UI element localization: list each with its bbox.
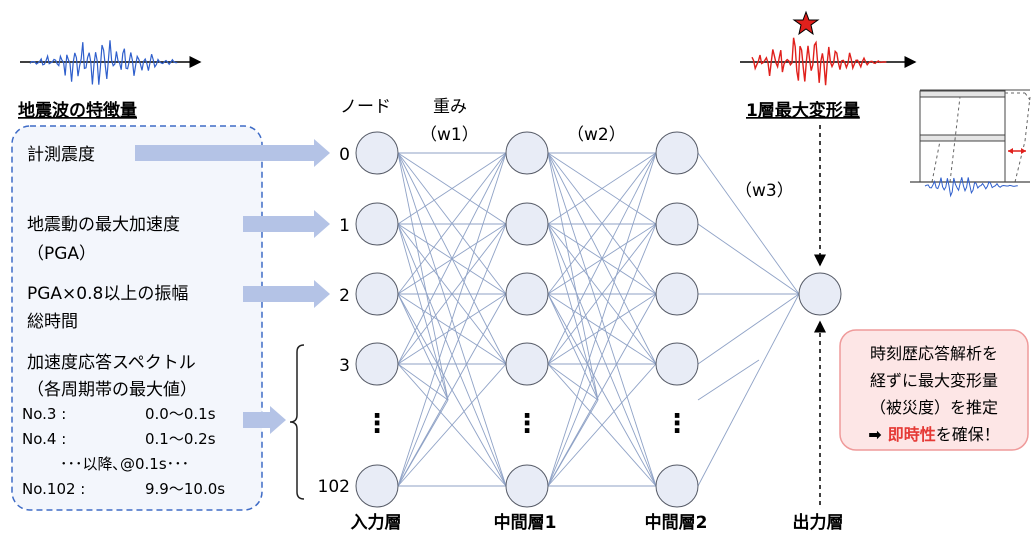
node-header: ノード: [340, 97, 391, 117]
hidden2-node: [655, 464, 699, 508]
peak-star-icon: [792, 10, 820, 36]
input-index-1: 1: [339, 216, 350, 236]
input-index-102: 102: [318, 477, 350, 497]
spectrum-row-no4-range: 0.1～0.2s: [145, 430, 216, 448]
feature-duration: PGA×0.8以上の振幅: [27, 284, 188, 304]
callout-box: [839, 329, 1029, 451]
input-index-2: 2: [339, 286, 350, 306]
callout-arrow: ➡: [868, 425, 881, 444]
network-edge: [547, 223, 657, 487]
layer-label-input: 入力層: [351, 512, 402, 533]
network-edge: [397, 293, 507, 365]
layer-label-output: 出力層: [793, 512, 844, 533]
callout-line-2: 経ずに最大変形量: [870, 371, 998, 390]
network-edge: [547, 152, 657, 487]
network-edge: [397, 363, 507, 487]
callout-suffix: を確保！: [936, 425, 1000, 444]
network-edge: [547, 152, 657, 225]
input-index-3: 3: [339, 356, 350, 376]
network-edge: [547, 363, 599, 401]
network-edge: [697, 152, 800, 295]
network-edge: [397, 152, 449, 401]
spectrum-row-no102-range: 9.9～10.0s: [145, 480, 225, 498]
network-edge: [697, 223, 800, 295]
building-frame-icon: [910, 89, 1031, 198]
input-index-0: 0: [339, 145, 350, 165]
callout-line-3: （被災度）を推定: [870, 398, 998, 417]
network-edge: [397, 293, 507, 487]
spectrum-ellipsis-row: ･･･以降､@0.1s･･･: [60, 455, 189, 473]
network-edge: [397, 152, 507, 487]
network-edge: [397, 399, 449, 487]
w2-label: （w2）: [567, 125, 626, 145]
network-edge: [397, 152, 507, 225]
layer-label-hidden1: 中間層1: [494, 512, 557, 533]
hidden1-node: [505, 202, 549, 246]
output-title: 1層最大変形量: [746, 100, 860, 121]
network-edge: [547, 223, 599, 401]
spectrum-row-no3: No.3 :: [22, 405, 66, 423]
input-wave: [20, 40, 202, 85]
callout-highlight: 即時性: [888, 425, 936, 444]
vdots-hidden1: ⋮: [514, 409, 540, 439]
w3-label: （w3）: [735, 181, 794, 201]
callout-line-1: 時刻歴応答解析を: [870, 344, 998, 363]
hidden2-node: [655, 202, 699, 246]
network-edge: [547, 363, 657, 487]
feature-panel: [11, 125, 263, 511]
feature-duration-2: 総時間: [27, 312, 78, 332]
network-edge: [547, 293, 657, 365]
hidden2-node: [655, 342, 699, 386]
network-edge: [697, 293, 800, 487]
network-edge: [397, 223, 449, 401]
input-node: [355, 131, 399, 175]
hidden1-node: [505, 272, 549, 316]
hidden1-node: [505, 464, 549, 508]
input-node: [355, 272, 399, 316]
network-edge: [547, 152, 599, 401]
vdots-input: ⋮: [364, 409, 390, 439]
network-edge: [547, 293, 657, 487]
spectrum-row-no3-range: 0.0～0.1s: [145, 405, 216, 423]
network-edge: [547, 152, 657, 295]
feature-spectrum-sub: （各周期帯の最大値）: [27, 380, 197, 400]
feature-pga-paren: （PGA）: [27, 244, 96, 264]
hidden2-node: [655, 272, 699, 316]
network-edge: [397, 363, 449, 401]
layer-label-hidden2: 中間層2: [645, 512, 708, 533]
network-edge: [397, 293, 449, 401]
w1-label: （w1）: [420, 125, 479, 145]
hidden1-node: [505, 342, 549, 386]
input-node: [355, 464, 399, 508]
feature-spectrum: 加速度応答スペクトル: [27, 353, 196, 373]
spectrum-row-no4: No.4 :: [22, 430, 66, 448]
features-title: 地震波の特徴量: [18, 100, 137, 121]
input-node: [355, 342, 399, 386]
input-bracket: [289, 344, 305, 500]
spectrum-row-no102: No.102 :: [22, 480, 85, 498]
input-node: [355, 202, 399, 246]
network-edge: [397, 152, 507, 365]
vdots-hidden2: ⋮: [664, 409, 690, 439]
hidden2-node: [655, 131, 699, 175]
weight-header: 重み: [433, 97, 467, 117]
callout-line-4: ➡ 即時性を確保！: [868, 425, 999, 444]
network-edge: [397, 223, 507, 365]
network-edge: [397, 223, 507, 487]
output-node: [798, 272, 842, 316]
output-wave: [740, 10, 917, 86]
feature-instrumental-intensity: 計測震度: [27, 145, 95, 165]
network-edge: [397, 152, 507, 295]
network-edge: [547, 223, 657, 365]
network-edge: [547, 293, 599, 401]
network-edge: [697, 359, 760, 401]
hidden1-node: [505, 131, 549, 175]
feature-arrows: [135, 139, 330, 434]
network-edge: [547, 399, 599, 487]
feature-pga: 地震動の最大加速度: [27, 215, 180, 235]
network-edge: [547, 152, 657, 365]
network-edge: [697, 293, 800, 365]
